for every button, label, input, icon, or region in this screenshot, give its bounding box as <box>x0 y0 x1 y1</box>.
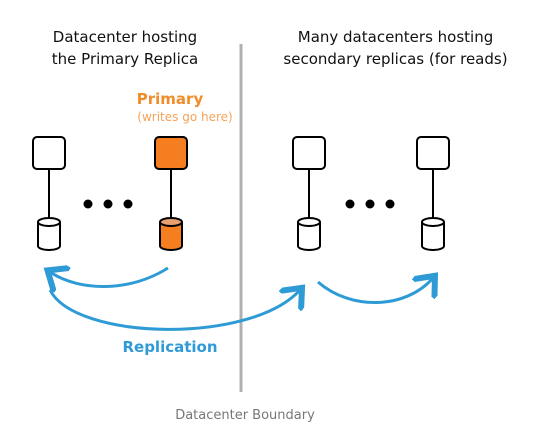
datacenter-boundary-label: Datacenter Boundary <box>175 408 315 423</box>
server-icon <box>416 136 450 170</box>
left-replica-node <box>32 136 66 251</box>
right-datacenter-title: Many datacenters hosting secondary repli… <box>268 26 523 70</box>
primary-database-icon <box>159 217 183 251</box>
secondary-replica-node <box>292 136 326 251</box>
replication-arrow-secondary-to-secondary <box>317 278 433 304</box>
left-datacenter-title-line-2: the Primary Replica <box>51 50 199 68</box>
primary-replica-node <box>154 136 188 251</box>
database-icon <box>421 217 445 251</box>
left-ellipsis-icon <box>83 199 133 209</box>
secondary-replica-node <box>416 136 450 251</box>
database-icon <box>37 217 61 251</box>
server-icon <box>292 136 326 170</box>
right-ellipsis-icon <box>345 199 395 209</box>
replication-arrow-primary-to-replica <box>50 268 169 287</box>
primary-server-icon <box>154 136 188 170</box>
right-datacenter-title-line-1: Many datacenters hosting <box>297 28 494 46</box>
replication-arrow-cross-datacenter <box>48 290 300 331</box>
right-datacenter-title-line-2: secondary replicas (for reads) <box>283 50 508 68</box>
primary-subtitle: (writes go here) <box>137 110 233 124</box>
left-datacenter-title-line-1: Datacenter hosting <box>52 28 198 46</box>
database-icon <box>297 217 321 251</box>
primary-label: Primary <box>136 90 204 108</box>
server-icon <box>32 136 66 170</box>
replication-label: Replication <box>122 338 218 356</box>
left-datacenter-title: Datacenter hosting the Primary Replica <box>30 26 220 70</box>
